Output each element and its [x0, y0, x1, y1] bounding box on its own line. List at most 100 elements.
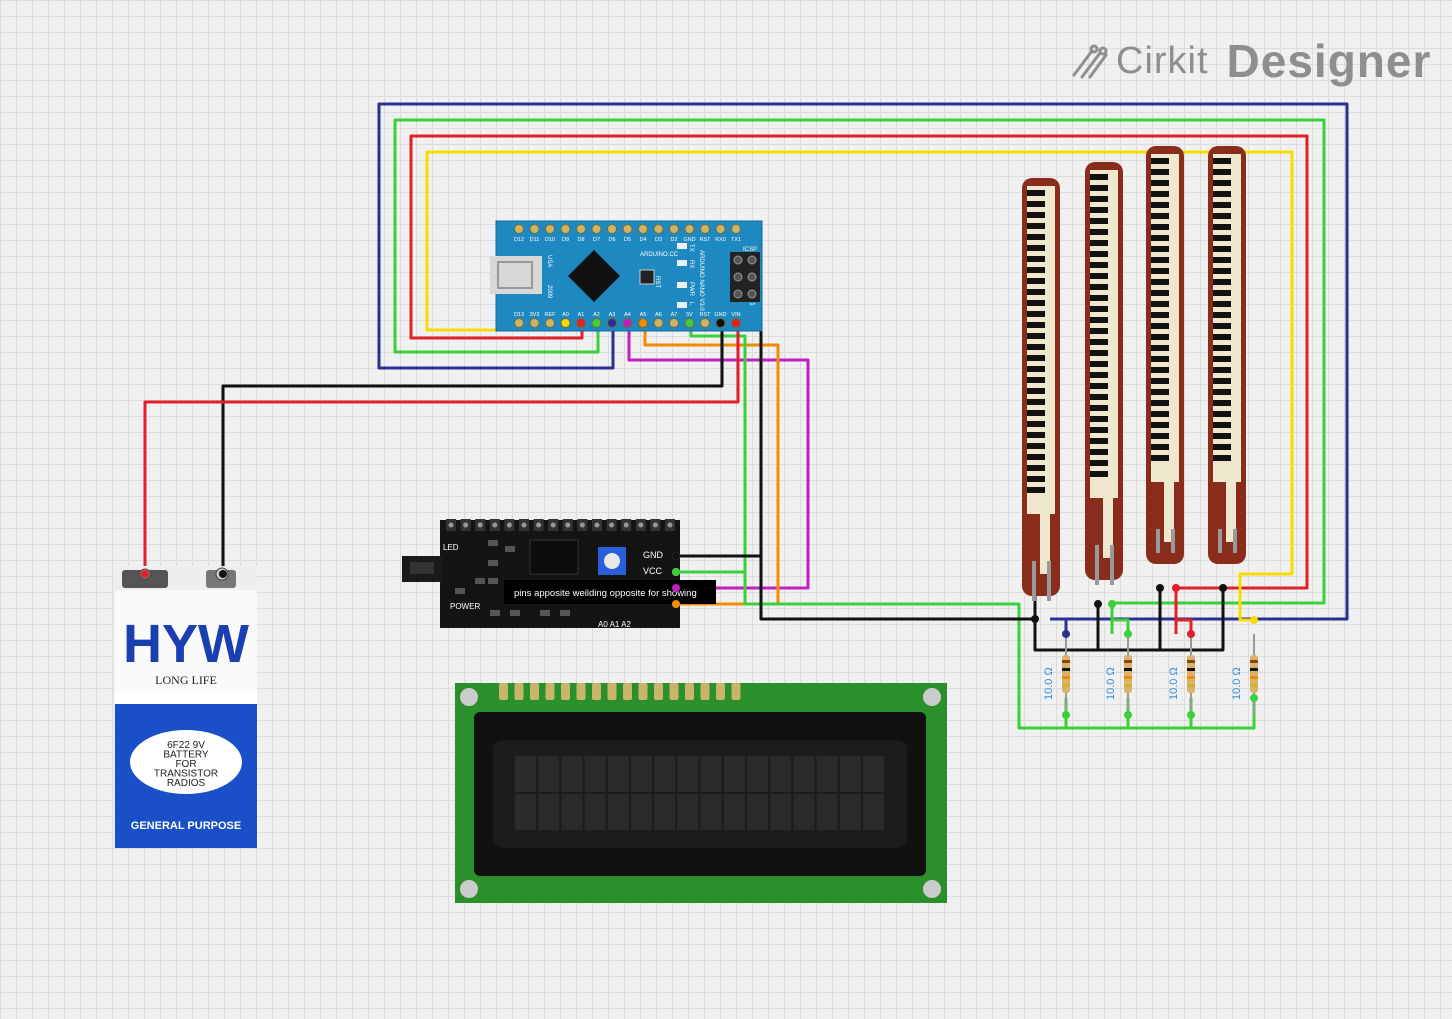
pin-3v3[interactable]	[529, 318, 540, 328]
pin-label: D9	[562, 237, 569, 243]
pin-d10[interactable]	[545, 224, 555, 234]
resistor-4[interactable]: 10.0 Ω	[1231, 634, 1258, 715]
flex-lead[interactable]	[1233, 529, 1237, 553]
flex-lead[interactable]	[1171, 529, 1175, 553]
resistor-1[interactable]: 10.0 Ω	[1043, 634, 1070, 715]
pin-gnd[interactable]	[684, 224, 695, 234]
pin-d12[interactable]	[514, 224, 524, 234]
lcd-pin	[607, 683, 617, 700]
lcd-cell	[515, 794, 536, 830]
wire-green-a2[interactable]	[393, 118, 1326, 634]
flex-lead[interactable]	[1032, 561, 1036, 601]
battery-9v[interactable]: HYW LONG LIFE 6F22 9VBATTERYFORTRANSISTO…	[115, 566, 257, 848]
pin-d11[interactable]	[529, 224, 540, 234]
pin-d3[interactable]	[653, 224, 664, 234]
pin-label: D12	[514, 237, 524, 243]
pin-a7[interactable]	[669, 318, 679, 328]
wire-black-battery[interactable]	[221, 322, 724, 574]
lcd-pin	[623, 683, 632, 700]
lcd-pin-header	[499, 683, 741, 700]
silk-l: L	[688, 302, 694, 306]
wire-red-flex[interactable]	[1174, 588, 1193, 634]
flex-sensors[interactable]	[1022, 146, 1246, 601]
resistor-2[interactable]: 10.0 Ω	[1105, 634, 1132, 715]
flex-lead[interactable]	[1110, 545, 1114, 585]
pin-tx1[interactable]	[731, 224, 741, 234]
flex-sensor-4[interactable]	[1208, 146, 1246, 564]
pin-rst[interactable]	[700, 224, 710, 234]
flex-lead[interactable]	[1156, 529, 1160, 553]
pin-a5[interactable]	[638, 318, 648, 328]
wire-blue-flex[interactable]	[1050, 617, 1068, 634]
lcd-cell	[839, 794, 861, 830]
i2c-addr-label: A0 A1 A2	[598, 620, 631, 629]
pin-a1[interactable]	[576, 318, 586, 328]
pin-a2[interactable]	[591, 318, 602, 328]
lcd-pin	[545, 683, 555, 700]
pin-rx0[interactable]	[715, 224, 726, 234]
wire-black-gnd-bus[interactable]	[759, 556, 1225, 652]
lcd-cell	[584, 794, 606, 830]
flex-sensor-2[interactable]	[1085, 162, 1123, 585]
pin-label: RST	[700, 237, 712, 243]
lcd-cell	[793, 756, 815, 792]
battery-subtitle: LONG LIFE	[155, 673, 217, 687]
lcd-pin	[685, 683, 694, 700]
lcd-pin	[514, 683, 524, 700]
pin-label: A7	[671, 312, 678, 318]
pin-a4[interactable]	[622, 318, 633, 328]
flex-lead[interactable]	[1095, 545, 1099, 585]
flex-sensor-1[interactable]	[1022, 178, 1060, 601]
wire-black-flex[interactable]	[1033, 588, 1162, 652]
pin-gnd[interactable]	[715, 318, 726, 328]
pin-label: D7	[593, 237, 600, 243]
mcu-chip	[568, 250, 620, 302]
i2c-power-label: POWER	[450, 602, 480, 611]
pin-d4[interactable]	[638, 224, 648, 234]
pin-d8[interactable]	[576, 224, 586, 234]
pin-ref[interactable]	[545, 318, 555, 328]
flex-lead[interactable]	[1218, 529, 1222, 553]
reset-button[interactable]	[639, 269, 655, 285]
wire-black-gnd-lcd[interactable]	[676, 322, 763, 558]
lcd-16x2[interactable]	[455, 683, 947, 903]
pin-rst[interactable]	[700, 318, 710, 328]
silk-usa: USA	[546, 255, 552, 267]
pin-a3[interactable]	[607, 318, 617, 328]
pin-label: A6	[655, 312, 662, 318]
i2c-header-pins	[446, 519, 675, 531]
pin-d6[interactable]	[607, 224, 617, 234]
brand-product: Designer	[1226, 35, 1432, 87]
lcd-pin	[669, 683, 679, 700]
brand-name: Cirkit	[1116, 39, 1209, 82]
pin-d2[interactable]	[669, 224, 679, 234]
pin-vin[interactable]	[731, 318, 741, 328]
lcd-character-cells	[515, 756, 884, 830]
pin-d9[interactable]	[560, 224, 571, 234]
battery-brand: HYW	[123, 614, 249, 674]
wire-red-vin-battery[interactable]	[143, 322, 740, 574]
pin-a6[interactable]	[653, 318, 664, 328]
i2c-led-label: LED	[443, 543, 459, 552]
pin-a0[interactable]	[560, 318, 571, 328]
flex-sensor-3[interactable]	[1146, 146, 1184, 564]
i2c-backpack[interactable]: GND VCC LED POWER A0 A1 A2 pins apposite…	[402, 519, 716, 629]
lcd-cell	[700, 794, 722, 830]
pin-5v[interactable]	[684, 318, 695, 328]
wire-green-5v-bus[interactable]	[743, 560, 1256, 730]
lcd-pin	[638, 683, 648, 700]
pin-label: D6	[608, 237, 615, 243]
wire-green-flex[interactable]	[1110, 603, 1130, 634]
flex-lead[interactable]	[1047, 561, 1051, 601]
pin-d5[interactable]	[622, 224, 633, 234]
wire-purple-a4[interactable]	[627, 322, 810, 590]
resistor-3[interactable]: 10.0 Ω	[1168, 634, 1195, 715]
pin-d7[interactable]	[591, 224, 602, 234]
lcd-cell	[747, 756, 768, 792]
wire-red-a1[interactable]	[409, 134, 1309, 634]
pin-d13[interactable]	[514, 318, 524, 328]
resistors[interactable]: 10.0 Ω 10.0 Ω 10.0 Ω 10.0 Ω	[1043, 634, 1258, 715]
pin-label: A4	[624, 312, 631, 318]
